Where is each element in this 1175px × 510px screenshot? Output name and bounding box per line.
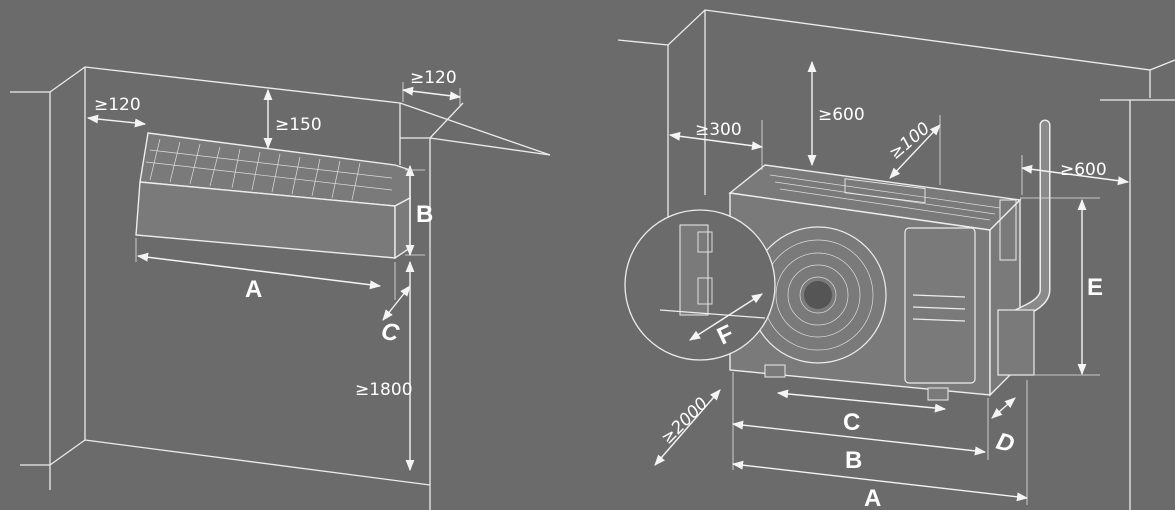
indoor-dim-depth: C <box>379 317 402 347</box>
indoor-unit <box>135 132 411 260</box>
outdoor-dimensions <box>654 60 1130 505</box>
outdoor-dim-feet-spacing: C <box>843 409 860 436</box>
outdoor-wall-outline <box>617 9 1175 510</box>
outdoor-dim-height: E <box>1087 274 1103 301</box>
outdoor-dim-width-overall: A <box>864 485 881 510</box>
outdoor-foot-right <box>927 387 949 401</box>
outdoor-foot-left <box>764 364 786 378</box>
outdoor-dim-depth: D <box>993 428 1017 459</box>
indoor-clearance-right: ≥120 <box>410 68 457 88</box>
outdoor-clearance-right: ≥600 <box>1060 160 1107 180</box>
indoor-dimensions <box>86 82 462 472</box>
indoor-dim-height: B <box>416 201 433 228</box>
outdoor-dim-width-body: B <box>845 447 862 474</box>
refrigerant-pipe <box>997 119 1051 376</box>
fan-grille <box>749 226 887 364</box>
indoor-wall-outline <box>10 66 551 510</box>
indoor-dim-width: A <box>245 276 262 303</box>
indoor-clearance-top: ≥150 <box>275 115 322 135</box>
indoor-clearance-left: ≥120 <box>94 95 141 115</box>
outdoor-clearance-left: ≥300 <box>695 120 742 140</box>
outdoor-clearance-top: ≥600 <box>818 105 865 125</box>
detail-magnifier <box>624 209 776 361</box>
outdoor-clearance-front: ≥2000 <box>657 394 712 449</box>
indoor-clearance-floor: ≥1800 <box>355 380 413 400</box>
